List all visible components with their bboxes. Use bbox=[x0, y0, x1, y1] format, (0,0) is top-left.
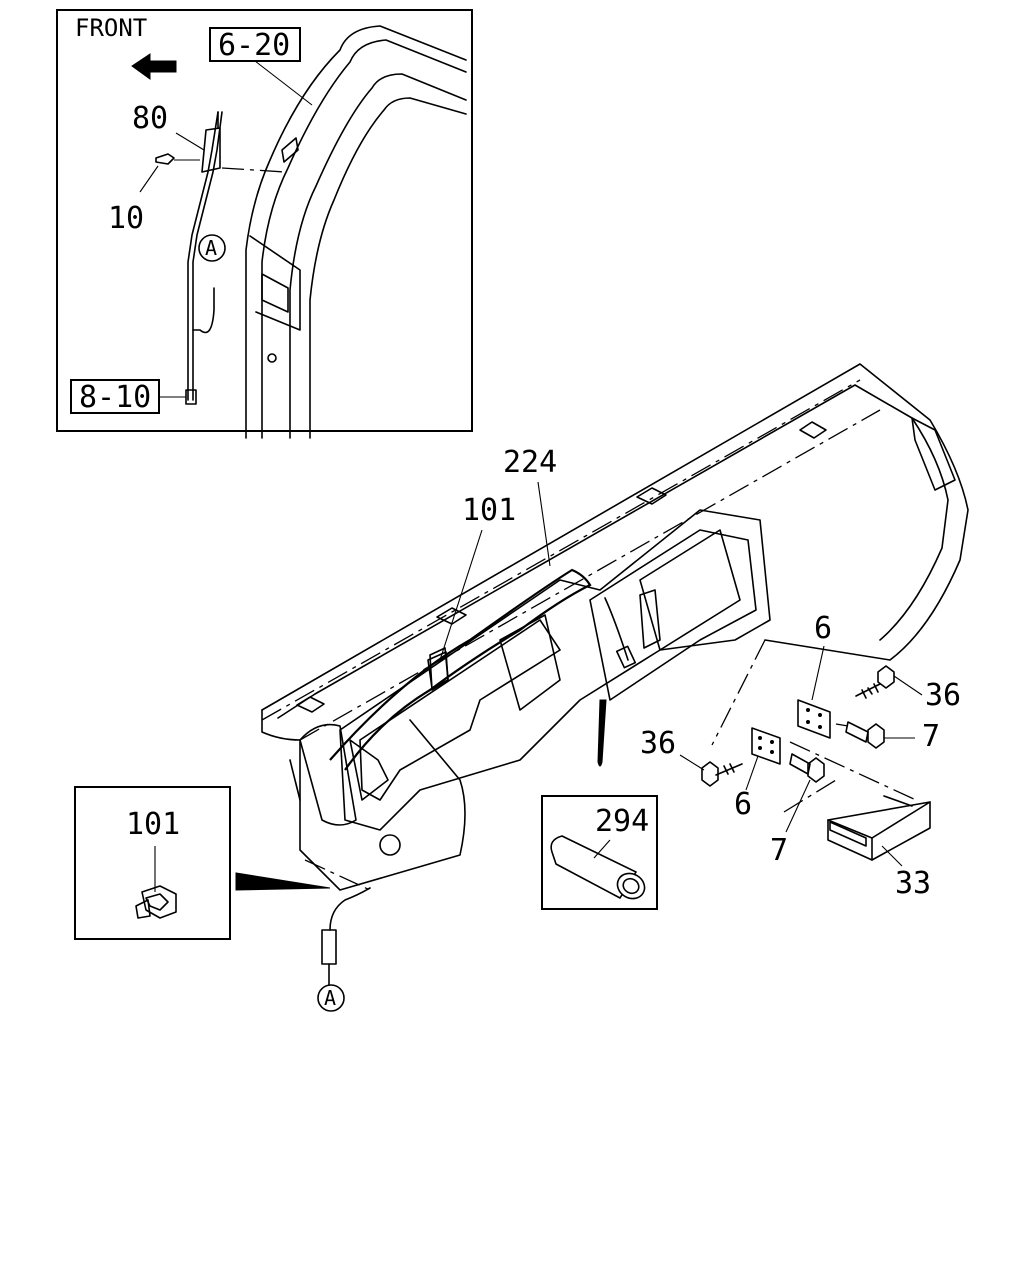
leader-10 bbox=[139, 165, 159, 193]
leader-7-lower bbox=[785, 779, 811, 833]
connector-a-top-circle bbox=[198, 234, 226, 262]
front-arrow-icon bbox=[131, 53, 177, 80]
antenna-assembly bbox=[155, 111, 286, 405]
callout-224: 224 bbox=[503, 445, 557, 480]
callout-80: 80 bbox=[132, 101, 168, 136]
inset-clip-101: 101 bbox=[74, 786, 231, 940]
leader-36-upper bbox=[893, 675, 923, 696]
clip-101-detail bbox=[141, 885, 177, 919]
connector-a-bottom-circle bbox=[317, 984, 345, 1012]
callout-6-lower: 6 bbox=[734, 787, 752, 822]
leader-101-main bbox=[439, 529, 483, 661]
pocket-33 bbox=[827, 801, 931, 861]
callout-6-upper: 6 bbox=[814, 611, 832, 646]
leader-36-lower bbox=[679, 754, 705, 771]
leader-6-lower bbox=[745, 755, 759, 791]
bracket-6-upper bbox=[797, 699, 831, 739]
screw-36-lower bbox=[701, 761, 719, 787]
bracket-6-lower bbox=[751, 727, 781, 765]
front-label: FRONT bbox=[75, 14, 147, 42]
inset-antenna-pillar: FRONT 6-20 80 bbox=[56, 9, 473, 439]
leader-294 bbox=[593, 839, 611, 859]
leader-6-upper bbox=[811, 645, 825, 701]
callout-294: 294 bbox=[595, 804, 649, 839]
callout-7-lower: 7 bbox=[770, 833, 788, 868]
inset-frame bbox=[56, 9, 473, 432]
cab-pillar-frame bbox=[245, 25, 467, 439]
radio-mount-hardware bbox=[701, 665, 931, 861]
inset-clip-frame bbox=[74, 786, 231, 940]
bolt-7-lower bbox=[807, 757, 825, 783]
connector-a-top: A bbox=[205, 236, 217, 260]
bolt-7-upper bbox=[867, 723, 885, 749]
callout-101-inset: 101 bbox=[126, 807, 180, 842]
instrument-panel bbox=[235, 363, 969, 986]
callout-33: 33 bbox=[895, 866, 931, 901]
connector-a-bottom: A bbox=[324, 986, 336, 1010]
ref-box-8-10 bbox=[70, 379, 160, 414]
ref-6-20-label: 6-20 bbox=[218, 28, 290, 63]
ref-8-10-label: 8-10 bbox=[79, 380, 151, 415]
screw-36-upper bbox=[877, 665, 895, 689]
inset-tube-294: 294 bbox=[541, 795, 658, 910]
callout-36-lower: 36 bbox=[640, 726, 676, 761]
callout-10: 10 bbox=[108, 201, 144, 236]
callout-7-upper: 7 bbox=[922, 719, 940, 754]
leader-80 bbox=[175, 132, 205, 151]
callout-36-upper: 36 bbox=[925, 678, 961, 713]
leader-33 bbox=[881, 845, 903, 867]
inset-tube-frame bbox=[541, 795, 658, 910]
leader-224 bbox=[537, 481, 551, 567]
callout-101-main: 101 bbox=[462, 493, 516, 528]
leader-6-20 bbox=[254, 60, 313, 106]
clip-101-on-panel bbox=[427, 651, 449, 689]
